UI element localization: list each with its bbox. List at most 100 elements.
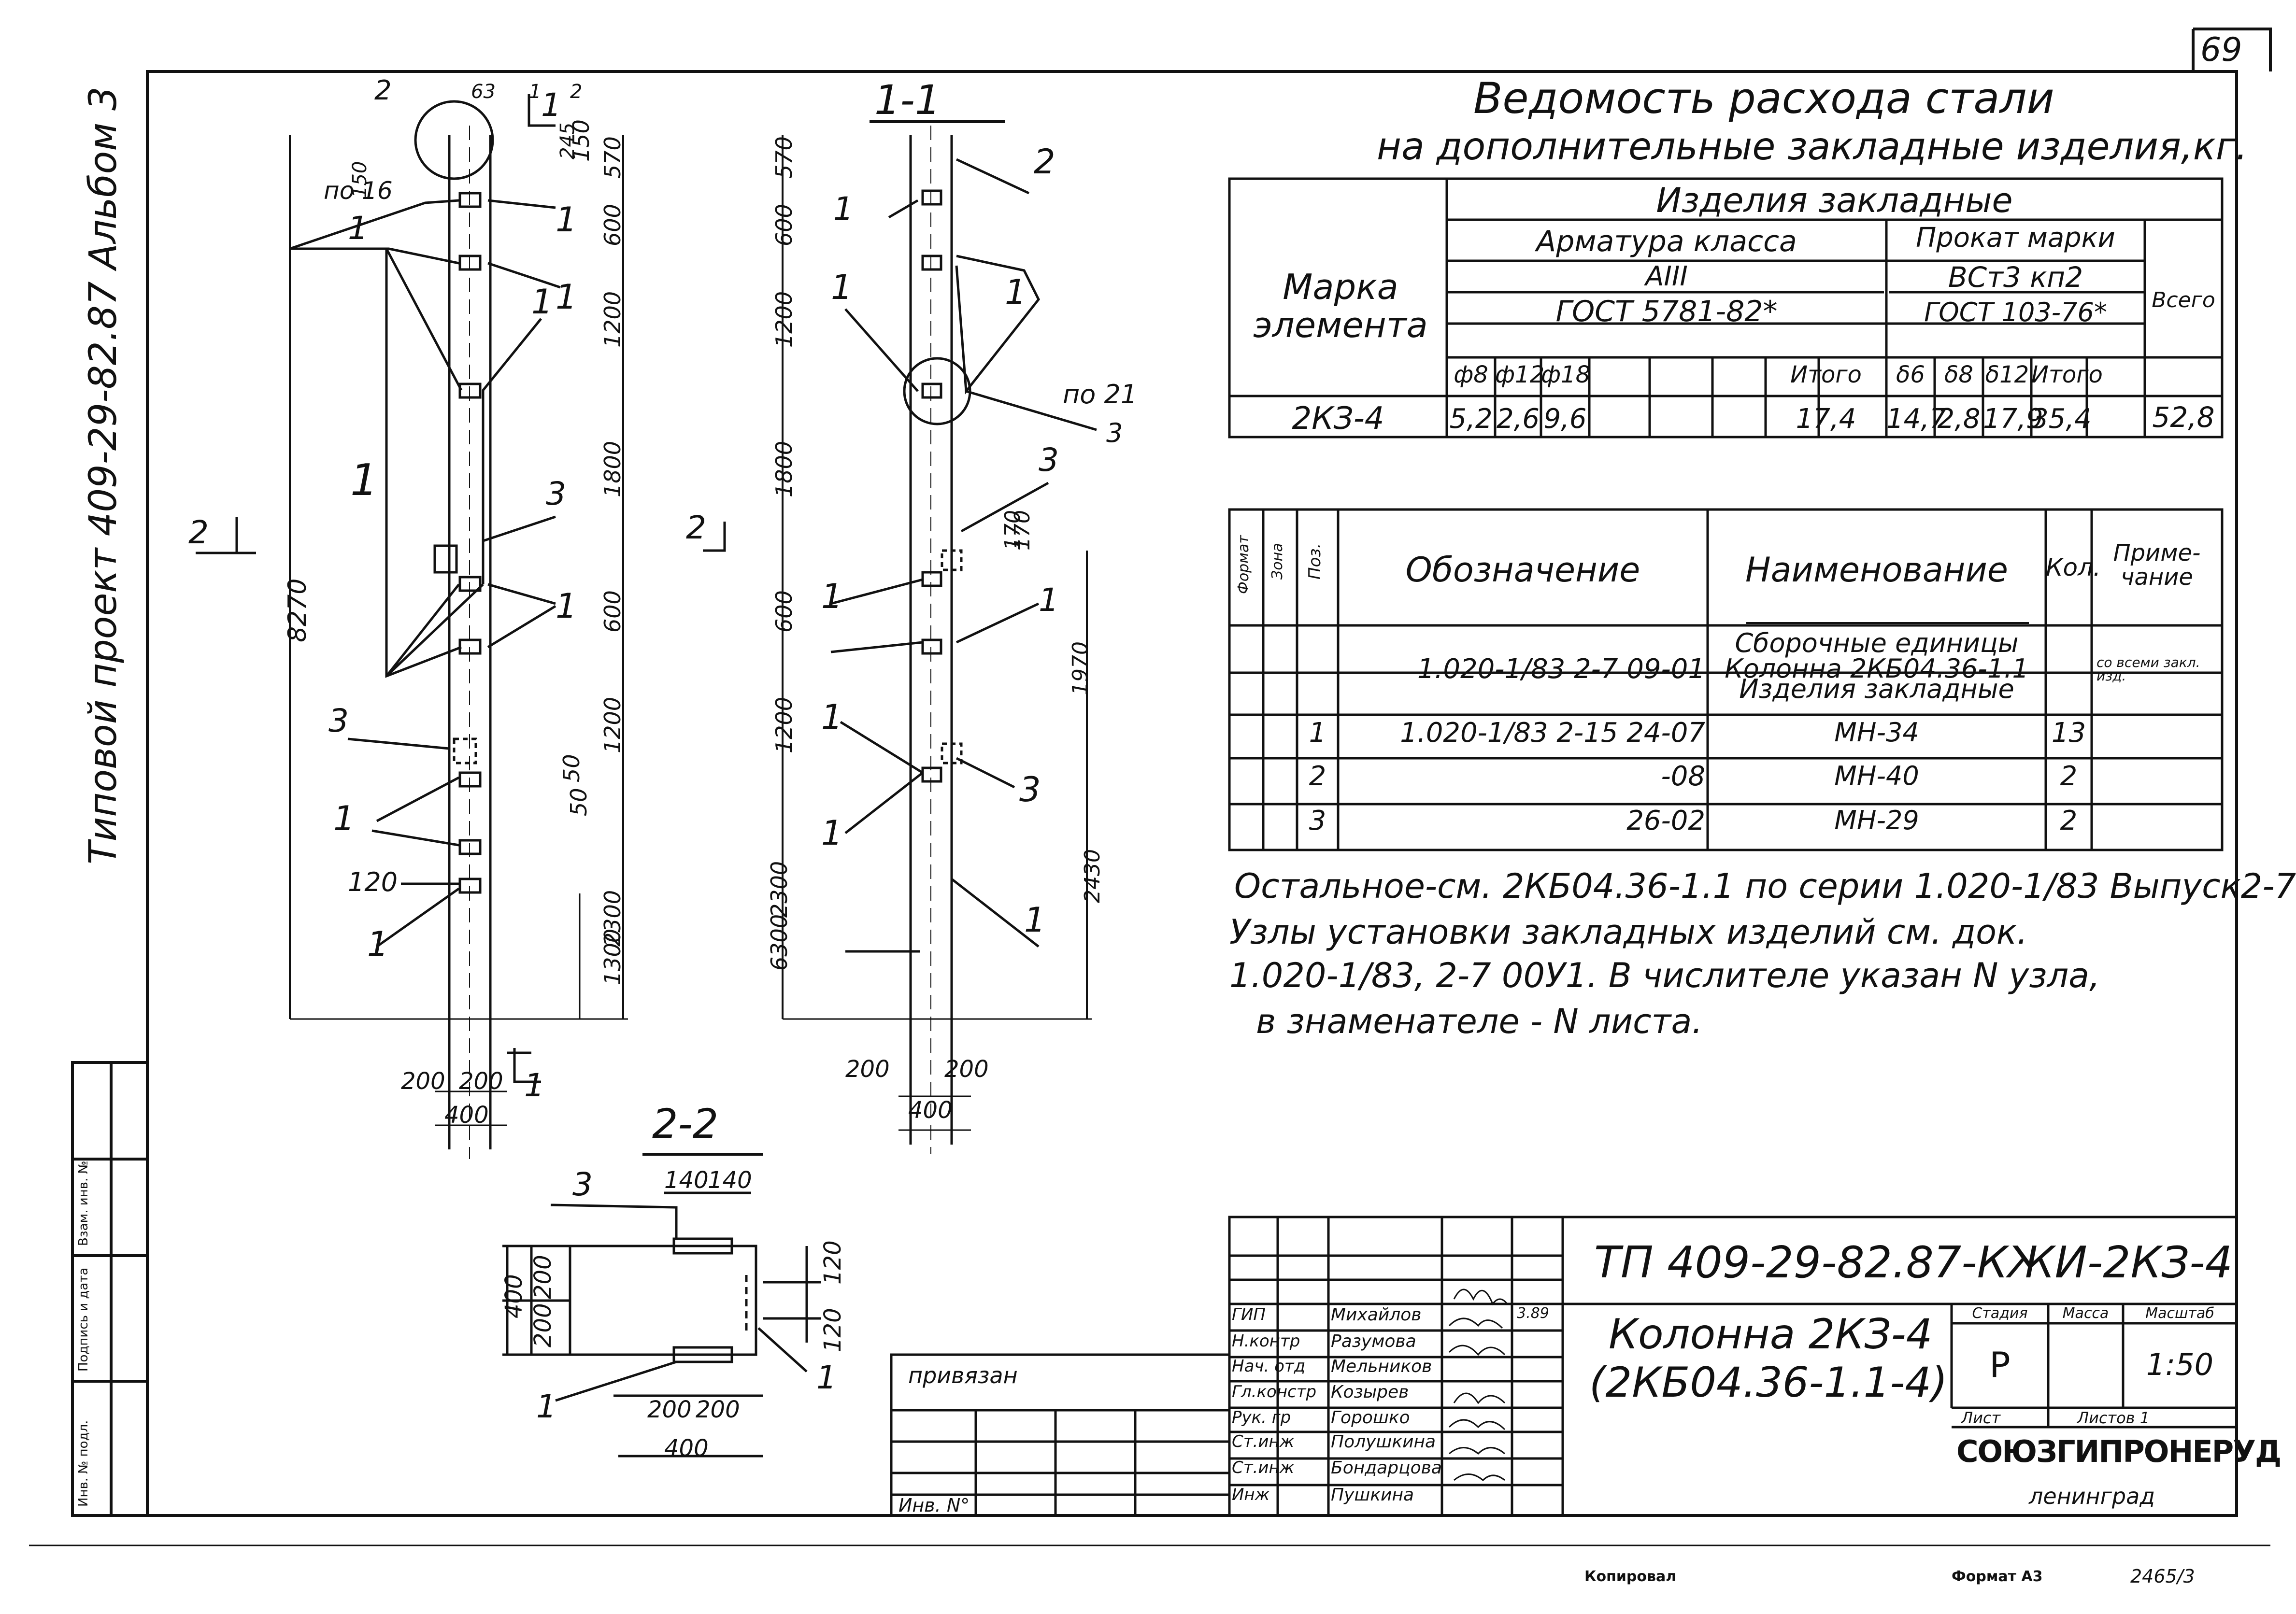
spec-h-qty: Кол. [2046,553,2101,581]
staff-name: Разумова [1331,1331,1416,1351]
front-callout: 1 [531,282,553,322]
doc-name-1: Колонна 2КЗ-4 [1609,1310,1933,1359]
stamp-cell-inv: Инв. № подл. [76,1420,91,1507]
side-callout: 1 [831,268,853,307]
steel-value: 9,6 [1543,403,1587,435]
section-callout: 1 [536,1388,556,1425]
front-dim-bottom: 400 [444,1102,489,1129]
spec-name: МН-34 [1834,717,1919,748]
footer-copied: Копировал [1584,1568,1677,1585]
front-view [196,94,628,1159]
steel-value: 14,7 [1886,403,1947,435]
spec-h-format: Формат [1235,535,1252,594]
steel-subheader: ф18 [1541,361,1591,388]
steel-subheader: δ8 [1944,361,1973,388]
spec-name: МН-40 [1834,761,1919,791]
doc-code: ТП 409-29-82.87-КЖИ-2КЗ-4 [1594,1237,2233,1288]
side-dim-left: 2300 [766,861,792,918]
mass-label: Масса [2062,1305,2109,1322]
section-dim: 400 [664,1435,709,1462]
row-total: 52,8 [2152,401,2215,434]
front-dim-right: 570 [599,136,626,179]
side-dim-left: 600 [771,204,797,246]
spec-qty: 13 [2051,717,2086,749]
spec-designation: -08 [1661,761,1705,792]
staff-name: Пушкина [1331,1485,1414,1505]
steel-subheader: δ12 [1985,361,2029,388]
staff-role: Рук. гр [1232,1408,1291,1427]
side-dim-bottom: 200 [944,1056,989,1083]
org-city: ленинград [2029,1483,2155,1509]
front-callout: 3 [546,475,566,512]
col-element: Марка элемента [1253,267,1428,346]
footer-format: Формат А3 [1952,1568,2043,1585]
staff-role: Нач. отд [1232,1357,1306,1376]
footer-code: 2465/3 [2130,1566,2195,1587]
section-dim: 200 [696,1396,740,1423]
scale-value: 1:50 [2146,1347,2214,1382]
side-callout: 1 [1005,272,1027,312]
staff-date: 3.89 [1517,1305,1549,1322]
inv-label: Инв. N° [898,1495,970,1516]
staff-role: ГИП [1232,1305,1266,1324]
front-callout: 1 [350,455,378,506]
staff-name: Михайлов [1331,1305,1422,1325]
spec-name: Колонна 2КБ04.36-1.1 [1725,653,2029,684]
rebar-gost: ГОСТ 5781-82* [1555,295,1778,328]
steel-value: 2,8 [1937,403,1981,435]
signature-marks [1448,1288,1508,1482]
steel-subheader: Итого [1790,361,1862,388]
steel-value: 2,6 [1496,403,1540,435]
section-dim: 140 [708,1167,752,1194]
section-dim: 120 [819,1308,846,1352]
group-header: Изделия закладные [1656,181,2013,220]
sheet-number: 69 [2200,31,2242,69]
side-view-title: 1-1 [874,76,941,124]
spec-designation: 1.020-1/83 2-7 09-01 [1417,653,1705,685]
side-callout: 2 [1034,142,1055,182]
front-dim-right: 600 [599,590,626,633]
note-line: Остальное-см. 2КБ04.36-1.1 по серии 1.02… [1234,866,2296,906]
title-block-grid [1228,1216,2238,1517]
front-dim-right: 1800 [599,440,626,497]
staff-name: Козырев [1331,1382,1409,1402]
side-dim-left: 570 [771,136,797,179]
staff-name: Полушкина [1331,1432,1436,1452]
spec-h-zone: Зона [1269,543,1286,580]
rebar-header: Арматура класса [1536,225,1797,258]
side-callout: 3 [1039,441,1059,479]
front-dim-right: 600 [599,204,626,246]
stamp-cell-sign: Подпись и дата [76,1267,91,1372]
side-dim-right: 170 [1010,510,1035,551]
steel-subheader: ф8 [1454,361,1488,388]
spec-h-note: Приме-чание [2113,539,2201,591]
staff-role: Ст.инж [1232,1458,1295,1477]
steel-table-grid [1228,177,2224,439]
front-dim-top: 2 [570,81,583,103]
front-dim-right: 1300 [599,928,626,985]
section-mark: 1 [541,86,561,124]
side-callout: 1 [821,697,843,737]
front-callout: 120 [348,867,398,897]
rebar-class: АIII [1645,261,1688,292]
front-dim-right: 50 [566,788,592,816]
staff-name: Бондарцова [1331,1458,1442,1478]
side-dim-left: 1200 [771,696,797,753]
spec-pos: 2 [1309,761,1326,792]
steel-subheader: ф12 [1495,361,1545,388]
total-header: Всего [2152,288,2215,312]
stage-value: Р [1989,1345,2011,1385]
front-callout: 2 [374,75,392,106]
note-line: в знаменателе - N листа. [1256,1002,1703,1041]
rolled-header: Прокат марки [1916,222,2115,254]
side-callout: 1 [1039,581,1059,619]
steel-subheader: Итого [2031,361,2103,388]
front-dim-bottom: 200 [459,1068,503,1095]
spec-pos: 1 [1309,717,1326,749]
front-dim-bottom: 200 [401,1068,445,1095]
front-callout: 1 [333,799,355,838]
steel-value: 35,4 [2031,403,2092,435]
steel-subheader: δ6 [1896,361,1925,388]
spec-pos: 3 [1309,805,1326,836]
spec-designation: 26-02 [1626,805,1705,836]
